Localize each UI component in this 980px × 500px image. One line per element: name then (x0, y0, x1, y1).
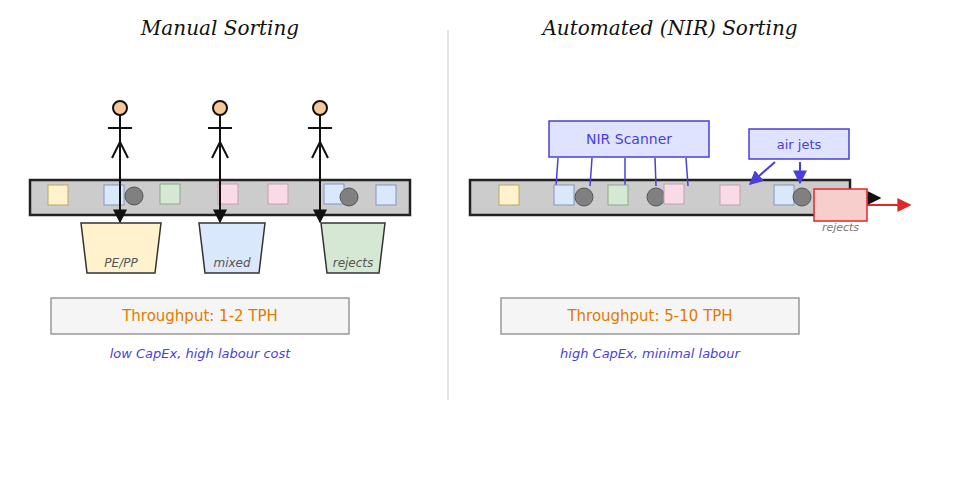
item (774, 185, 794, 205)
item (608, 185, 628, 205)
box-outline (814, 189, 867, 221)
panel-title: Manual Sorting (141, 16, 299, 40)
collection-bin: PE/PP (80, 222, 162, 274)
worker-head (213, 101, 227, 115)
node-text: rejects (822, 221, 859, 234)
item (664, 184, 684, 204)
worker-head (313, 101, 327, 115)
item (160, 184, 180, 204)
scan-line (686, 158, 688, 186)
node-text: Throughput: 5-10 TPH (567, 307, 732, 325)
scan-line (590, 158, 592, 186)
worker-head (113, 101, 127, 115)
scan-line (655, 158, 656, 186)
throughput-box: Throughput: 5-10 TPH (500, 297, 800, 335)
item (575, 188, 593, 206)
reject-chute: rejects (813, 188, 868, 222)
jet-arrow (750, 162, 800, 184)
box-outline (813, 188, 868, 222)
bin-outline (199, 223, 265, 273)
item (340, 188, 358, 206)
item (125, 187, 143, 205)
node-text: mixed (213, 256, 250, 274)
waste-items (48, 184, 396, 206)
node-text: Throughput: 1-2 TPH (122, 307, 278, 325)
box-outline (51, 298, 349, 334)
cost-note: low CapEx, high labour cost (110, 346, 291, 361)
item (268, 184, 288, 204)
item (554, 185, 574, 205)
throughput-box: Throughput: 1-2 TPH (50, 297, 350, 335)
box-outline (501, 298, 799, 334)
collection-bin: rejects (320, 222, 386, 274)
item (499, 185, 519, 205)
item (48, 185, 68, 205)
item (793, 188, 811, 206)
scan-line (556, 158, 558, 186)
panel-title: Automated (NIR) Sorting (542, 16, 797, 40)
node-text: PE/PP (104, 256, 137, 274)
conveyor-belt (470, 180, 850, 215)
pick-arrow (219, 135, 221, 222)
node-text: NIR Scanner (586, 131, 672, 147)
scan-line (624, 158, 626, 186)
item (647, 188, 665, 206)
bin-outline (81, 223, 161, 273)
scanner-beams (556, 158, 688, 186)
panel-divider (447, 30, 449, 400)
belt (470, 180, 850, 215)
node-text: rejects (333, 256, 374, 274)
box-outline (749, 129, 849, 159)
item (720, 185, 740, 205)
box-outline (549, 121, 709, 157)
pick-arrow (119, 135, 121, 222)
reject-arrow (866, 204, 910, 206)
jet-arrow (799, 162, 801, 183)
bin-outline (321, 223, 385, 273)
pick-arrow (120, 135, 320, 222)
jet-arrow (750, 162, 775, 184)
node-text: air jets (777, 137, 822, 152)
air-jets-box: air jets (748, 128, 850, 160)
cost-note: high CapEx, minimal labour (560, 346, 740, 361)
collection-bin: mixed (198, 222, 266, 274)
waste-items (499, 184, 811, 206)
scanner-box: NIR Scanner (548, 120, 710, 158)
item (376, 185, 396, 205)
pick-arrow (319, 135, 321, 222)
